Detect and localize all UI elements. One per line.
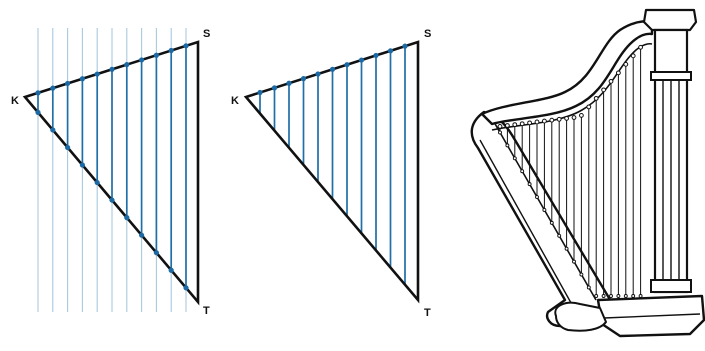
top-dot [286,80,292,86]
harp-string-eyelet [542,208,547,212]
harp-icon [470,8,705,338]
harp-tuning-peg [512,122,518,128]
bottom-dot [65,144,71,151]
bottom-dot [183,285,189,291]
harp-string-eyelet [616,294,621,298]
harp-tuning-peg [549,117,555,123]
harp-string-eyelet [572,259,576,264]
harp-neck [480,20,654,126]
bottom-dot [79,162,85,168]
harp-tuning-peg [556,116,562,122]
harp-tuning-peg [608,78,614,84]
harp-string-eyelet [631,294,636,298]
harp-soundboard [470,110,617,328]
harp-tuning-peg [638,44,643,50]
harp-string-eyelet [594,294,599,298]
triangle-diagram-left: K S T [11,28,210,317]
harp-string-eyelet [527,182,532,187]
harp-tuning-peg [564,116,569,121]
harp-tuning-peg [534,119,540,125]
harp-string-eyelet [505,143,510,148]
top-dot [402,43,408,49]
top-dot [124,62,130,68]
top-dot [387,48,394,54]
top-dot [79,76,85,82]
top-dot [329,66,336,72]
top-dot [315,71,321,77]
harp-tuning-peg [623,61,629,67]
bottom-dot [109,197,115,203]
harp-column-ring [650,71,692,81]
harp-tuning-peg [505,123,510,128]
top-dot [65,80,71,87]
harp-string-eyelet [498,130,502,135]
harp-tuning-peg [527,120,532,126]
bottom-dot [124,215,130,221]
harp-tuning-peg [593,95,599,101]
top-dot [153,52,159,58]
harp-tuning-peg [497,124,503,129]
vertex-label-s: S [424,28,431,40]
harp-feet [554,301,607,332]
string-segments [259,46,406,285]
harp-string-eyelet [512,156,517,161]
harp-string-eyelet [520,169,525,174]
vertex-label-k: K [231,95,239,107]
vertex-label-s: S [203,28,210,40]
harp-string-eyelet [564,246,569,251]
harp-tuning-peg [586,104,592,110]
harp-tuning-peg [571,115,577,120]
intersection-dots [257,43,408,96]
string-segments [37,45,187,288]
harp-string-eyelet [535,195,539,199]
harp-string-eyelet [638,294,643,298]
top-dot [94,71,100,77]
harp-tuning-peg [542,118,547,124]
harp-strings [497,44,643,298]
harp-string-eyelet [586,285,591,290]
vertex-label-k: K [11,95,19,107]
top-dot [35,90,41,96]
bottom-dot [168,267,174,273]
harp-column-ring-lower [650,279,692,293]
top-dot [344,62,350,68]
bottom-dot [35,109,41,116]
harp-column-capital [642,8,698,32]
harp-string-eyelet [601,294,606,298]
harp-string-eyelet [623,294,628,298]
harp-string-eyelet [609,294,613,298]
top-dot [257,89,263,96]
top-dot [373,52,379,59]
intersection-dots [35,43,189,291]
bottom-dot [153,250,159,256]
bottom-dot [139,232,145,238]
bottom-dot [50,127,56,133]
harp-tuning-peg [519,121,525,127]
top-dot [50,85,56,91]
harp-tuning-peg [630,53,636,59]
top-dot [300,76,307,82]
vertex-label-t: T [203,305,210,317]
harp-soundboard-edge [479,139,576,311]
top-dot [168,47,174,54]
top-dot [109,66,115,72]
harp-tuning-peg [616,70,621,76]
top-dot [271,85,278,91]
vertex-label-t: T [424,307,431,319]
harp-string-eyelet [579,272,584,277]
top-dot [358,57,365,63]
triangle-diagram-middle: K S T [231,28,431,319]
harp-string-eyelet [549,220,554,225]
harp-tuning-peg [579,112,584,118]
top-dot [139,57,145,63]
harp-tuning-peg [601,87,606,93]
bottom-dot [94,179,100,186]
top-dot [183,43,189,49]
harp-string-eyelet [557,233,562,238]
